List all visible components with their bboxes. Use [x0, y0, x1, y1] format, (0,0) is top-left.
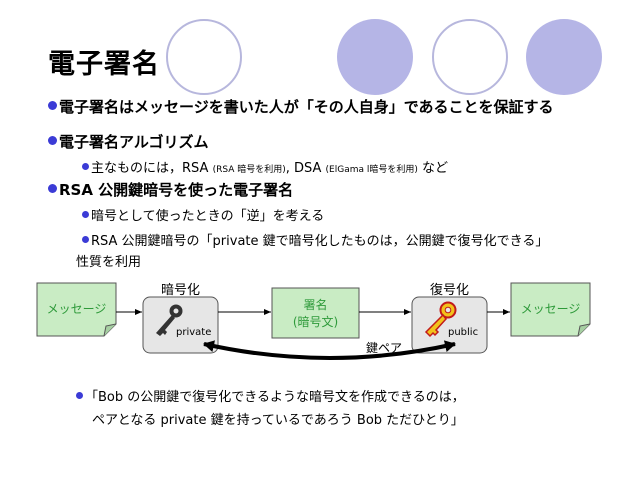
keypair-arrow	[203, 340, 456, 360]
decor-circle-1	[166, 19, 242, 95]
bullet-dot	[82, 211, 89, 218]
signature-box	[271, 287, 360, 339]
private-label: private	[176, 327, 212, 338]
encrypt-label: 暗号化	[160, 283, 200, 298]
public-label: public	[448, 327, 479, 338]
bullet-dot	[48, 184, 57, 193]
signature-label-2: (暗号文)	[292, 315, 339, 329]
decor-circle-2	[337, 19, 413, 95]
bullet-3-1: 暗号として使ったときの「逆」を考える	[82, 205, 324, 224]
keypair-label: 鍵ペア	[366, 341, 403, 355]
bullet-1: 電子署名はメッセージを書いた人が「その人自身」であることを保証する	[48, 96, 554, 117]
decrypt-box	[411, 296, 488, 354]
message-document-right	[510, 282, 591, 337]
message-document-left	[36, 282, 117, 337]
message-right-label: メッセージ	[520, 302, 581, 316]
bullet-3-2-cont: 性質を利用	[76, 255, 142, 270]
public-key-icon	[424, 301, 457, 338]
bullet-dot	[48, 136, 57, 145]
bullet-dot	[82, 163, 89, 170]
encrypt-box	[142, 296, 219, 354]
decor-circle-3	[432, 19, 508, 95]
private-key-icon	[156, 304, 183, 336]
decrypt-label: 復号化	[429, 283, 469, 298]
slide-title: 電子署名	[48, 49, 160, 80]
message-left-label: メッセージ	[46, 302, 107, 316]
bottom-bullet-line-2: ペアとなる private 鍵を持っているであろう Bob ただひとり」	[92, 413, 464, 428]
bullet-2-1: 主なものには，RSA (RSA 暗号を利用), DSA (ElGama l暗号を…	[82, 157, 448, 176]
bottom-bullet-line-1: 「Bob の公開鍵で復号化できるような暗号文を作成できるのは，	[76, 386, 465, 405]
decor-circle-4	[526, 19, 602, 95]
bullet-2: 電子署名アルゴリズム	[48, 131, 209, 152]
bullet-dot	[48, 101, 57, 110]
bullet-dot	[76, 392, 83, 399]
bullet-3-2: RSA 公開鍵暗号の「private 鍵で暗号化したものは，公開鍵で復号化できる…	[82, 230, 548, 249]
bullet-dot	[82, 236, 89, 243]
bullet-3: RSA 公開鍵暗号を使った電子署名	[48, 179, 293, 200]
signature-label-1: 署名	[303, 298, 328, 312]
